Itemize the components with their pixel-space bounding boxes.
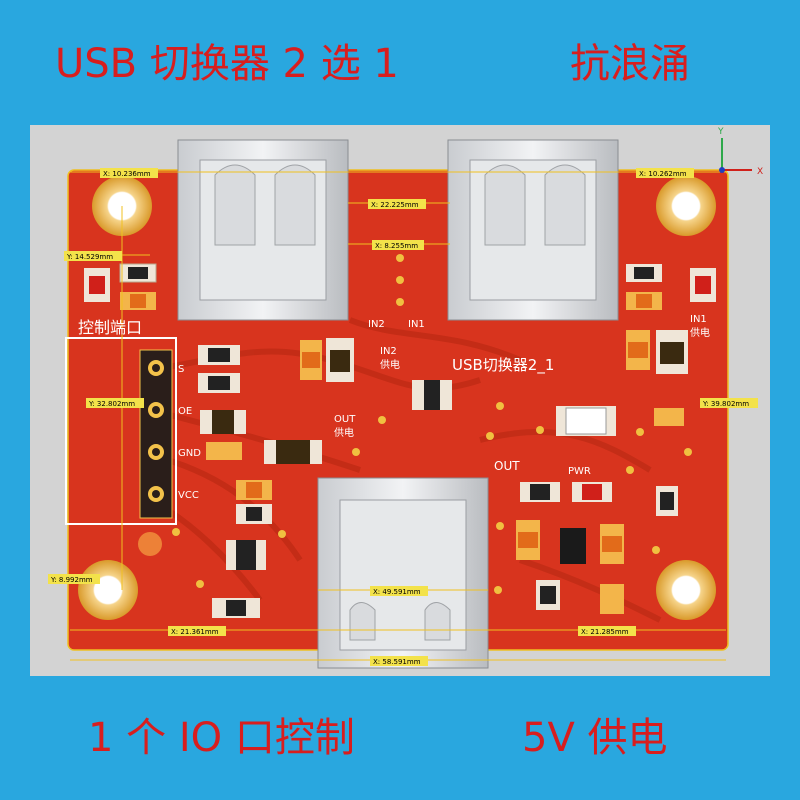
dim-label: X: 21.285mm (581, 628, 629, 636)
bottom-banner: 1 个 IO 口控制 5V 供电 (0, 676, 800, 800)
dim-label: X: 8.255mm (375, 242, 418, 250)
in1-power-label-1: IN1 (690, 314, 707, 325)
banner-title: USB 切换器 2 选 1 (55, 41, 399, 87)
in2-power-label-2: 供电 (380, 358, 400, 371)
vias (172, 254, 692, 594)
dim-label: Y: 39.802mm (702, 400, 749, 408)
banner-control: 1 个 IO 口控制 (88, 715, 355, 761)
silkscreen: 控制端口 S OE GND VCC IN2 IN1 IN2 供电 USB切换器2… (78, 314, 710, 501)
pwr-label: PWR (568, 466, 591, 477)
dimension-labels: X: 10.236mm X: 10.262mm X: 22.225mm X: 8… (48, 168, 758, 666)
usb-out-connector (317, 477, 489, 669)
banner-feature: 抗浪涌 (570, 41, 690, 87)
dim-label: Y: 14.529mm (66, 253, 113, 261)
pin-label-gnd: GND (178, 448, 201, 459)
dim-label: X: 10.236mm (103, 170, 151, 178)
dim-label: X: 22.225mm (371, 201, 419, 209)
dim-label: Y: 32.802mm (88, 400, 135, 408)
pin-label-vcc: VCC (178, 490, 199, 501)
board-title: USB切换器2_1 (452, 356, 554, 375)
in1-label: IN1 (408, 319, 425, 330)
mounting-holes (78, 176, 716, 620)
pin-label-s: S (178, 364, 184, 375)
dim-label: X: 10.262mm (639, 170, 687, 178)
banner-power: 5V 供电 (522, 715, 668, 761)
top-banner: USB 切换器 2 选 1 抗浪涌 (0, 0, 800, 125)
dim-label: X: 49.591mm (373, 588, 421, 596)
in2-label: IN2 (368, 319, 385, 330)
control-header-outline (65, 337, 177, 525)
axis-y-label: Y (717, 127, 724, 137)
smd-components (84, 263, 716, 618)
dim-label: X: 58.591mm (373, 658, 421, 666)
out-label: OUT (494, 459, 520, 473)
axis-indicator: Y X (717, 127, 763, 177)
dim-label: X: 21.361mm (171, 628, 219, 636)
in1-power-label-2: 供电 (690, 326, 710, 339)
axis-x-label: X (757, 167, 763, 177)
out-power-label-1: OUT (334, 414, 356, 425)
out-power-label-2: 供电 (334, 426, 354, 439)
usb-in2-connector (177, 139, 349, 321)
control-port-label: 控制端口 (78, 318, 142, 337)
in2-power-label-1: IN2 (380, 346, 397, 357)
pin-label-oe: OE (178, 406, 192, 417)
usb-in1-connector (447, 139, 619, 321)
dim-label: Y: 8.992mm (50, 576, 93, 584)
